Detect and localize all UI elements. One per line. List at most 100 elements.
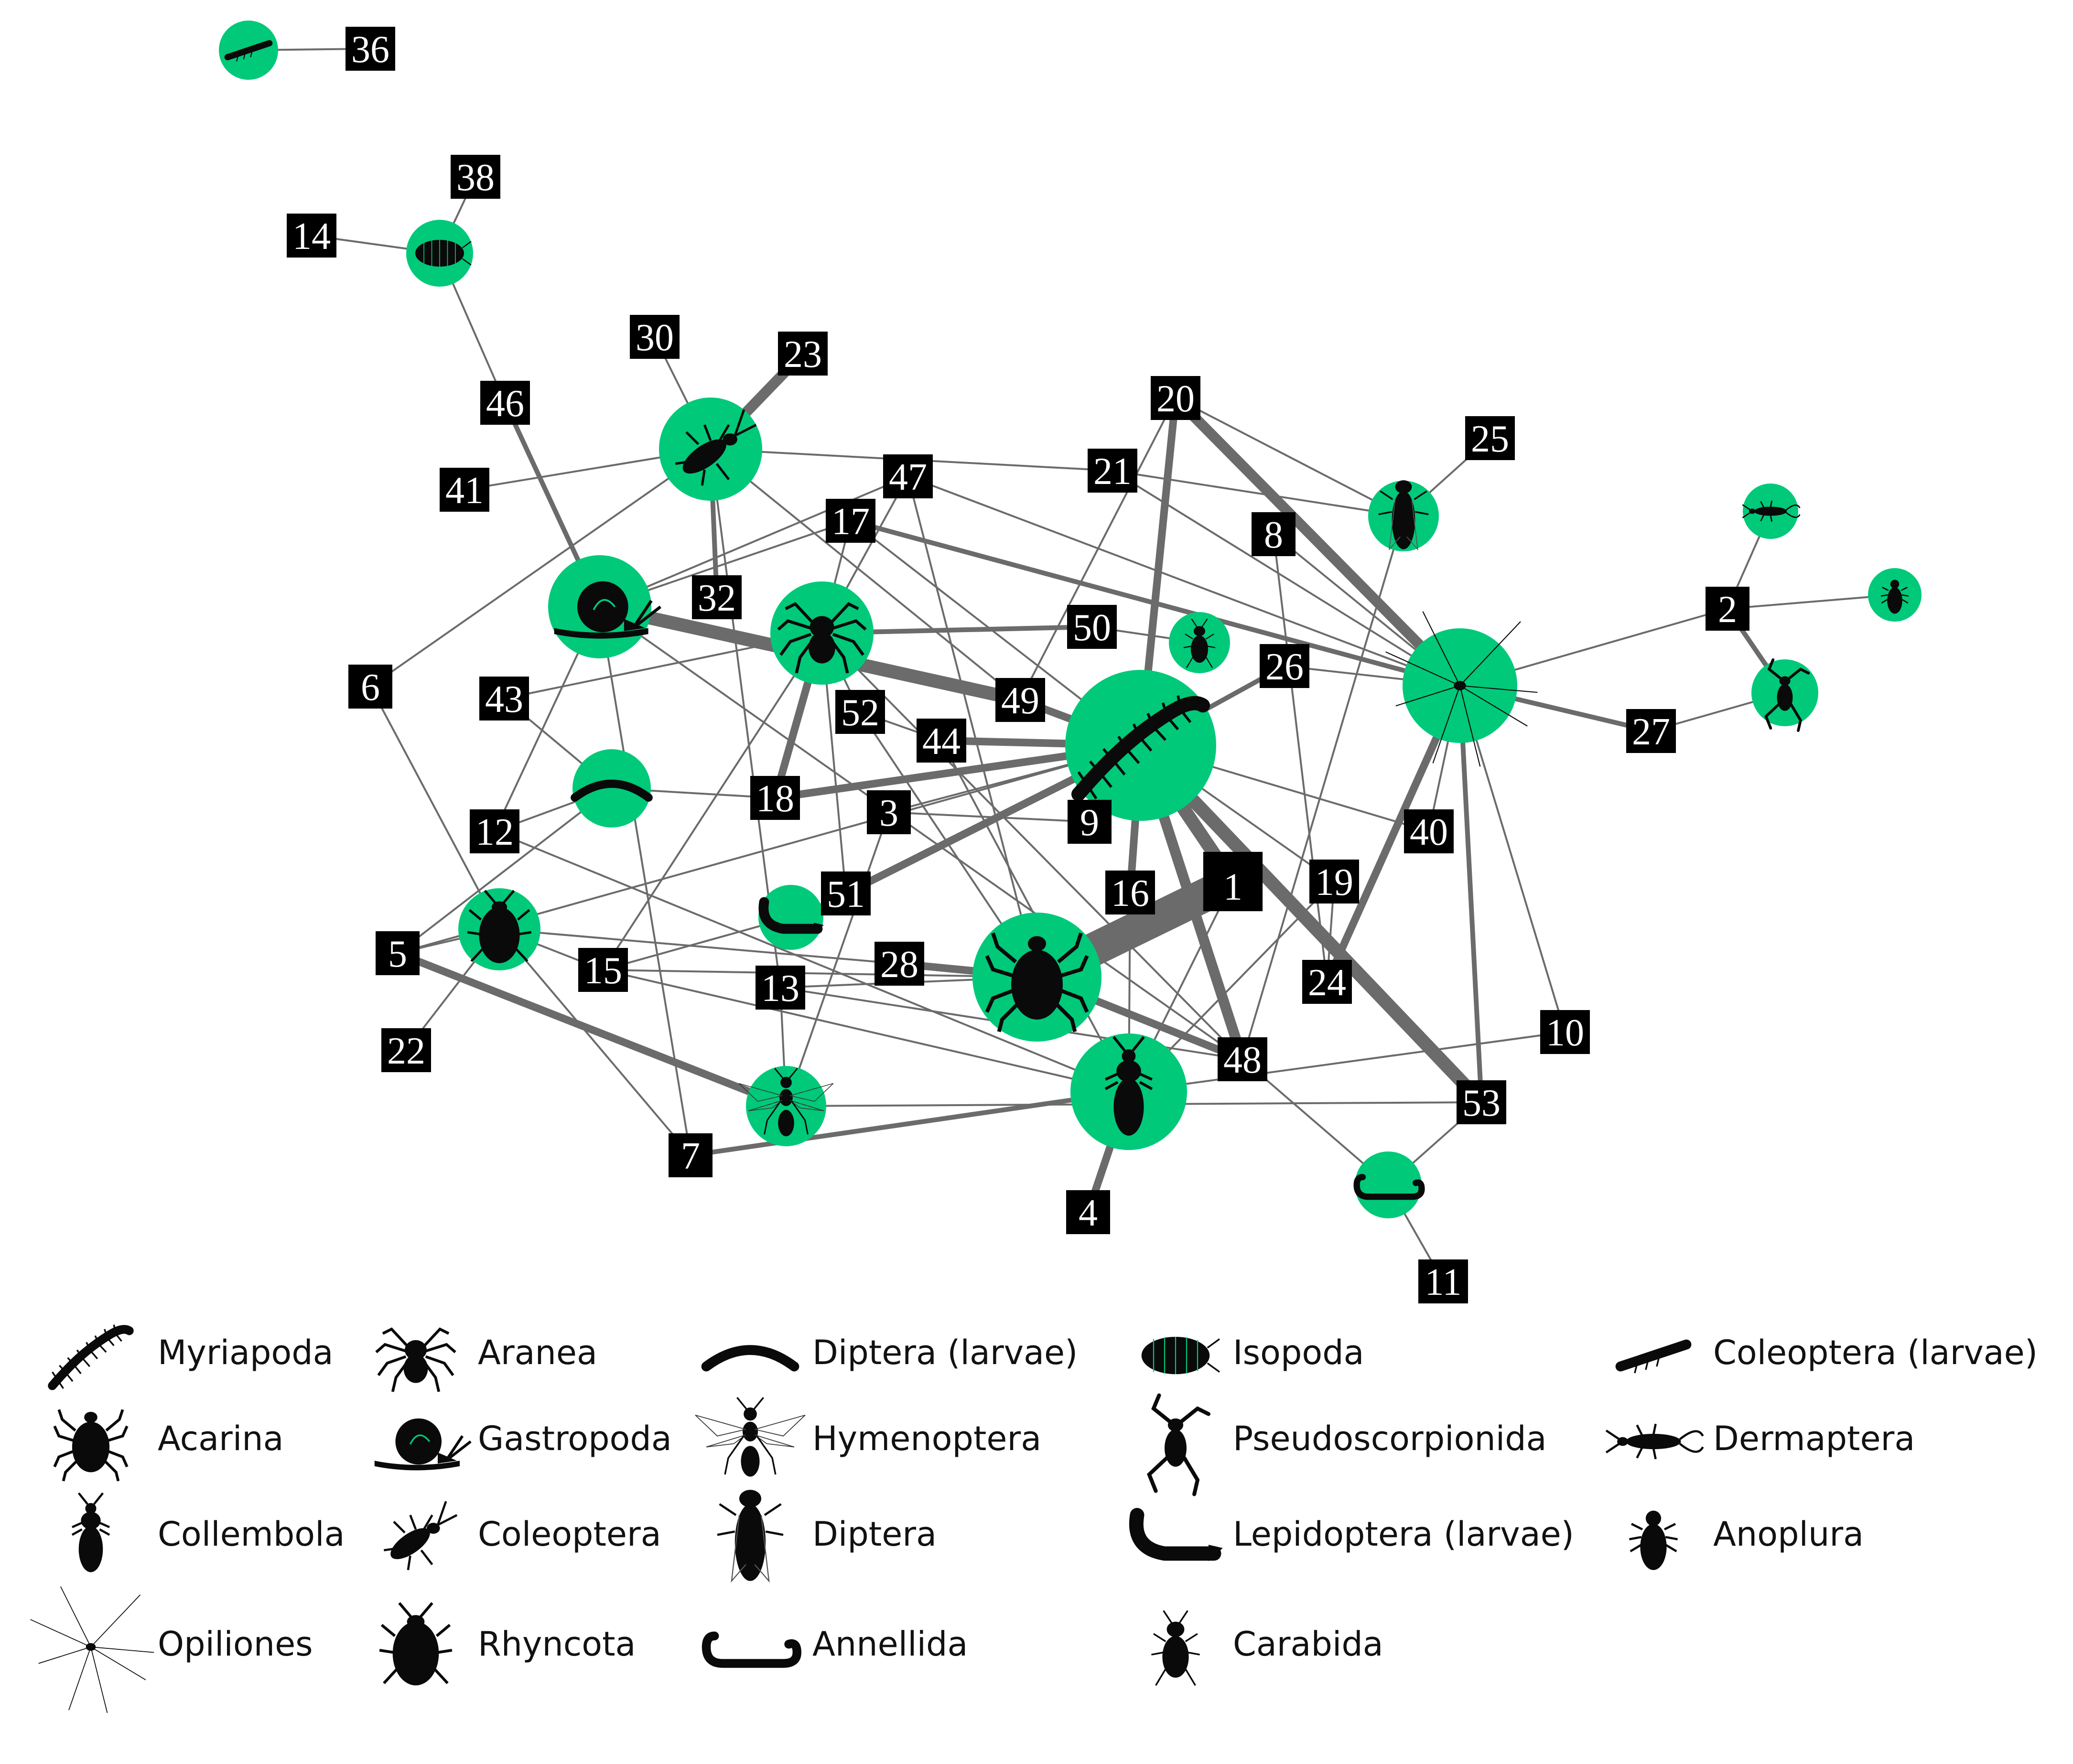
site-node-36: 36 — [346, 27, 395, 71]
legend-label: Carabida — [1233, 1624, 1383, 1664]
site-label: 32 — [698, 577, 736, 619]
beetle-icon — [384, 1501, 457, 1570]
edge-9-3 — [888, 811, 1090, 823]
edge-collembola-7 — [690, 1089, 1129, 1158]
site-label: 25 — [1471, 418, 1509, 460]
taxon-node-isopoda — [406, 220, 473, 287]
site-label: 28 — [880, 944, 918, 986]
edge-opiliones-20 — [1172, 394, 1464, 689]
site-node-18: 18 — [750, 776, 800, 820]
legend: MyriapodaAcarinaCollembolaOpilionesArane… — [30, 1325, 2038, 1713]
site-node-53: 53 — [1457, 1080, 1506, 1124]
legend-item-pseudoscorpionida: Pseudoscorpionida — [1149, 1395, 1547, 1494]
spider-icon — [376, 1329, 455, 1392]
site-label: 43 — [485, 678, 523, 721]
site-node-6: 6 — [348, 665, 392, 709]
edge-coleoptera-49 — [710, 448, 1021, 701]
legend-label: Isopoda — [1233, 1333, 1364, 1372]
fly-icon — [717, 1490, 783, 1581]
legend-item-isopoda: Isopoda — [1140, 1333, 1364, 1375]
site-label: 15 — [584, 950, 622, 992]
site-node-16: 16 — [1105, 871, 1155, 914]
site-node-20: 20 — [1151, 376, 1200, 420]
site-node-47: 47 — [883, 454, 933, 498]
site-label: 38 — [456, 157, 495, 199]
site-label: 19 — [1315, 861, 1353, 904]
legend-label: Lepidoptera (larvae) — [1233, 1515, 1574, 1554]
edge-gastropoda-47 — [599, 475, 908, 608]
edge-rhyncota-28 — [499, 928, 900, 965]
taxon-node-carabida — [1169, 612, 1230, 673]
taxon-node-coleoptera_larvae — [219, 21, 278, 80]
site-node-22: 22 — [381, 1028, 431, 1072]
site-label: 13 — [761, 968, 799, 1010]
springtail-icon — [72, 1493, 109, 1572]
edge-diptera-21 — [1112, 470, 1404, 517]
snail-icon — [375, 1419, 471, 1471]
site-label: 8 — [1264, 514, 1283, 556]
edge-acarina-15 — [603, 969, 1037, 978]
edge-49-20 — [1019, 398, 1177, 700]
site-label: 21 — [1093, 451, 1132, 493]
site-node-24: 24 — [1302, 960, 1352, 1004]
legend-label: Diptera (larvae) — [812, 1333, 1078, 1372]
edge-collembola-15 — [603, 969, 1129, 1093]
legend-label: Gastropoda — [478, 1419, 672, 1458]
taxon-node-anoplura — [1868, 568, 1922, 622]
true-bug-icon — [379, 1603, 452, 1686]
site-node-9: 9 — [1068, 800, 1112, 844]
legend-item-hymenoptera: Hymenoptera — [694, 1397, 1041, 1478]
taxon-node-annellida — [1355, 1151, 1422, 1218]
site-node-3: 3 — [867, 790, 911, 834]
legend-item-diptera: Diptera — [717, 1490, 937, 1581]
legend-label: Hymenoptera — [812, 1419, 1041, 1458]
legend-label: Rhyncota — [478, 1624, 636, 1664]
site-label: 2 — [1718, 589, 1737, 631]
site-label: 51 — [827, 873, 865, 915]
taxon-node-pseudoscorpionida — [1751, 659, 1818, 731]
edge-aranea-48 — [821, 632, 1243, 1060]
site-node-48: 48 — [1218, 1037, 1267, 1081]
site-label: 18 — [756, 778, 794, 820]
site-label: 41 — [445, 470, 484, 512]
taxon-node-diptera_larvae — [572, 749, 651, 828]
edge-opiliones-47 — [907, 475, 1460, 687]
legend-item-coleoptera_larvae: Coleoptera (larvae) — [1620, 1333, 2038, 1373]
edge-opiliones-21 — [1112, 470, 1461, 687]
site-node-38: 38 — [451, 155, 500, 199]
site-label: 50 — [1073, 607, 1111, 649]
edge-rhyncota-6 — [369, 686, 500, 930]
taxon-node-acarina — [972, 913, 1101, 1042]
legend-item-carabida: Carabida — [1150, 1610, 1383, 1687]
site-node-51: 51 — [821, 871, 871, 915]
site-label: 20 — [1156, 378, 1195, 420]
site-label: 26 — [1265, 646, 1304, 688]
site-node-5: 5 — [376, 931, 420, 975]
legend-item-collembola: Collembola — [72, 1493, 345, 1572]
legend-item-diptera_larvae: Diptera (larvae) — [706, 1333, 1078, 1372]
legend-label: Dermaptera — [1713, 1419, 1915, 1458]
site-node-11: 11 — [1418, 1259, 1468, 1303]
taxon-node-opiliones — [1385, 611, 1538, 767]
edge-collembola-10 — [1128, 1031, 1566, 1093]
site-label: 23 — [784, 333, 822, 376]
site-label: 48 — [1223, 1039, 1262, 1081]
legend-label: Collembola — [158, 1515, 345, 1554]
taxon-node-myriapoda — [1065, 670, 1216, 821]
site-label: 7 — [681, 1135, 700, 1177]
site-label: 36 — [351, 29, 389, 71]
site-nodes: 1234567891011121314151617181920212223242… — [287, 27, 1749, 1303]
legend-item-annellida: Annellida — [706, 1624, 968, 1664]
site-node-17: 17 — [826, 499, 875, 543]
taxon-node-rhyncota — [458, 888, 540, 970]
site-node-40: 40 — [1404, 809, 1454, 853]
site-node-12: 12 — [470, 809, 519, 853]
site-node-19: 19 — [1309, 860, 1359, 904]
taxon-node-coleoptera — [659, 398, 762, 501]
site-node-26: 26 — [1260, 644, 1309, 688]
taxon-node-collembola — [1070, 1033, 1187, 1150]
legend-item-anoplura: Anoplura — [1629, 1511, 1864, 1570]
legend-label: Anoplura — [1713, 1515, 1864, 1554]
taxon-node-lepidoptera_larvae — [758, 885, 824, 950]
site-node-21: 21 — [1088, 449, 1137, 493]
